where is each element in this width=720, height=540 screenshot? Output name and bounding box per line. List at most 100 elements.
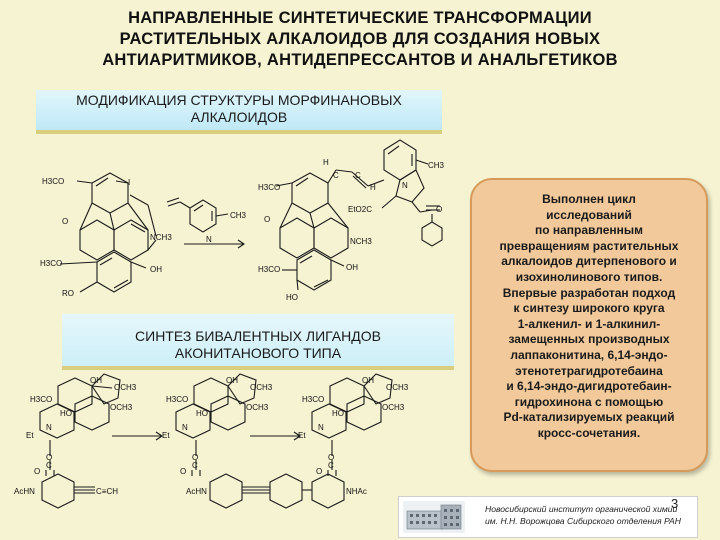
summary-callout: Выполнен цикл исследований по направленн… xyxy=(470,178,708,472)
label-och3: OCH3 xyxy=(246,403,269,412)
label-carbon: C xyxy=(46,461,52,470)
callout-line: алкалоидов дитерпенового и xyxy=(501,254,677,269)
label-oxygen: O xyxy=(316,467,322,476)
label-ho: HO xyxy=(286,293,298,302)
label-eto2c: EtO2C xyxy=(348,205,372,214)
label-h: H xyxy=(370,183,376,192)
label-oxygen: O xyxy=(192,453,198,462)
callout-line: исследований xyxy=(546,207,632,222)
slide-title-line-3: АНТИАРИТМИКОВ, АНТИДЕПРЕССАНТОВ И АНАЛЬГ… xyxy=(102,51,618,69)
structure-aconite-2 xyxy=(175,373,270,509)
label-ho: HO xyxy=(60,409,72,418)
structure-aconite-1 xyxy=(39,373,121,509)
label-nitrogen: N xyxy=(402,181,408,190)
label-oh: OH xyxy=(346,263,358,272)
structure-labels: H3CO I O NCH3 H3CO OH RO CH3 N H C C H C… xyxy=(14,158,445,496)
aconite-banner-line-1: СИНТЕЗ БИВАЛЕНТНЫХ ЛИГАНДОВ xyxy=(135,328,381,344)
reaction-arrow-3 xyxy=(250,431,301,441)
label-ho: HO xyxy=(196,409,208,418)
page-number: 3 xyxy=(671,496,679,511)
label-carbon: C xyxy=(328,461,334,470)
label-achn: AcHN xyxy=(186,487,207,496)
label-iodo: I xyxy=(128,178,130,187)
label-ch3: CH3 xyxy=(230,211,247,220)
callout-line: и 6,14-эндо-дигидротебаин- xyxy=(506,379,672,394)
label-h3co: H3CO xyxy=(258,183,280,192)
label-nitrogen: N xyxy=(46,423,52,432)
callout-line: гидрохинона с помощью xyxy=(514,394,664,409)
morphinan-banner-line-2: АЛКАЛОИДОВ xyxy=(190,109,288,125)
callout-line: Впервые разработан подход xyxy=(502,285,676,300)
callout-line: кросс-сочетания. xyxy=(537,425,641,440)
label-h3co: H3CO xyxy=(40,259,62,268)
callout-line: Выполнен цикл xyxy=(542,192,636,206)
label-et: Et xyxy=(26,431,34,440)
label-oxygen: O xyxy=(180,467,186,476)
label-c: C xyxy=(333,171,339,180)
label-oxygen: O xyxy=(46,453,52,462)
label-h3co: H3CO xyxy=(42,177,64,186)
label-et: Et xyxy=(298,431,306,440)
institute-name: Новосибирский институт органической хими… xyxy=(485,503,681,527)
label-achn: AcHN xyxy=(14,487,35,496)
label-oxygen: O xyxy=(264,215,270,224)
label-nch3: NCH3 xyxy=(350,237,372,246)
institute-building-icon xyxy=(403,501,465,533)
label-ethynyl: C≡CH xyxy=(96,487,118,496)
callout-line: превращениям растительных xyxy=(499,238,679,253)
callout-line: замещенных производных xyxy=(508,332,670,347)
label-ch3: CH3 xyxy=(428,161,445,170)
callout-line: изохинолинового типов. xyxy=(515,269,663,284)
label-och3: OCH3 xyxy=(114,383,137,392)
reaction-arrow-1 xyxy=(184,239,245,249)
callout-line: к синтезу широкого круга xyxy=(513,301,665,316)
label-h3co: H3CO xyxy=(30,395,52,404)
label-h3co: H3CO xyxy=(166,395,188,404)
callout-line: 1-алкенил- и 1-алкинил- xyxy=(517,316,661,331)
slide-title-line-1: НАПРАВЛЕННЫЕ СИНТЕТИЧЕСКИЕ ТРАНСФОРМАЦИИ xyxy=(128,9,592,27)
label-h3co: H3CO xyxy=(302,395,324,404)
aconite-banner-line-2: АКОНИТАНОВОГО ТИПА xyxy=(174,345,342,361)
label-nitrogen: N xyxy=(206,235,212,244)
label-h3co: H3CO xyxy=(258,265,280,274)
label-och3: OCH3 xyxy=(110,403,133,412)
label-ho: HO xyxy=(332,409,344,418)
slide-title: НАПРАВЛЕННЫЕ СИНТЕТИЧЕСКИЕ ТРАНСФОРМАЦИИ… xyxy=(0,8,720,71)
callout-line: этенотетрагидротебаина xyxy=(515,363,663,378)
slide-title-line-2: РАСТИТЕЛЬНЫХ АЛКАЛОИДОВ ДЛЯ СОЗДАНИЯ НОВ… xyxy=(119,30,601,48)
label-oh: OH xyxy=(90,376,102,385)
callout-line: по направленным xyxy=(534,223,644,238)
label-oxygen: O xyxy=(62,217,68,226)
label-ro: RO xyxy=(62,289,74,298)
morphinan-section-banner: МОДИФИКАЦИЯ СТРУКТУРЫ МОРФИНАНОВЫХ АЛКАЛ… xyxy=(36,90,442,134)
label-nitrogen: N xyxy=(318,423,324,432)
label-nhac: NHAc xyxy=(346,487,367,496)
structure-thebaine-adduct xyxy=(275,139,443,291)
label-oxygen: O xyxy=(436,205,442,214)
institute-name-line-2: им. Н.Н. Ворожцова Сибирского отделения … xyxy=(485,516,681,526)
label-och3: OCH3 xyxy=(386,383,409,392)
reaction-arrow-2 xyxy=(112,431,163,441)
callout-line: лаппаконитина, 6,14-эндо- xyxy=(510,347,668,362)
label-nitrogen: N xyxy=(182,423,188,432)
label-oh: OH xyxy=(150,265,162,274)
institute-footer: Новосибирский институт органической хими… xyxy=(398,496,698,538)
label-och3: OCH3 xyxy=(382,403,405,412)
label-carbon: C xyxy=(192,461,198,470)
structure-aconite-3 xyxy=(269,373,393,509)
aconite-section-banner: СИНТЕЗ БИВАЛЕНТНЫХ ЛИГАНДОВ АКОНИТАНОВОГ… xyxy=(62,314,454,370)
label-och3: OCH3 xyxy=(250,383,273,392)
label-oh: OH xyxy=(226,376,238,385)
label-h: H xyxy=(323,158,329,167)
structure-vinylpyridine xyxy=(166,197,229,233)
label-et: Et xyxy=(162,431,170,440)
label-oxygen: O xyxy=(328,453,334,462)
structure-iodo-morphinan xyxy=(59,172,157,293)
label-c: C xyxy=(355,171,361,180)
label-oh: OH xyxy=(362,376,374,385)
callout-line: Pd-катализируемых реакций xyxy=(503,410,675,425)
institute-name-line-1: Новосибирский институт органической хими… xyxy=(485,504,678,514)
label-oxygen: O xyxy=(34,467,40,476)
morphinan-banner-line-1: МОДИФИКАЦИЯ СТРУКТУРЫ МОРФИНАНОВЫХ xyxy=(76,92,402,108)
